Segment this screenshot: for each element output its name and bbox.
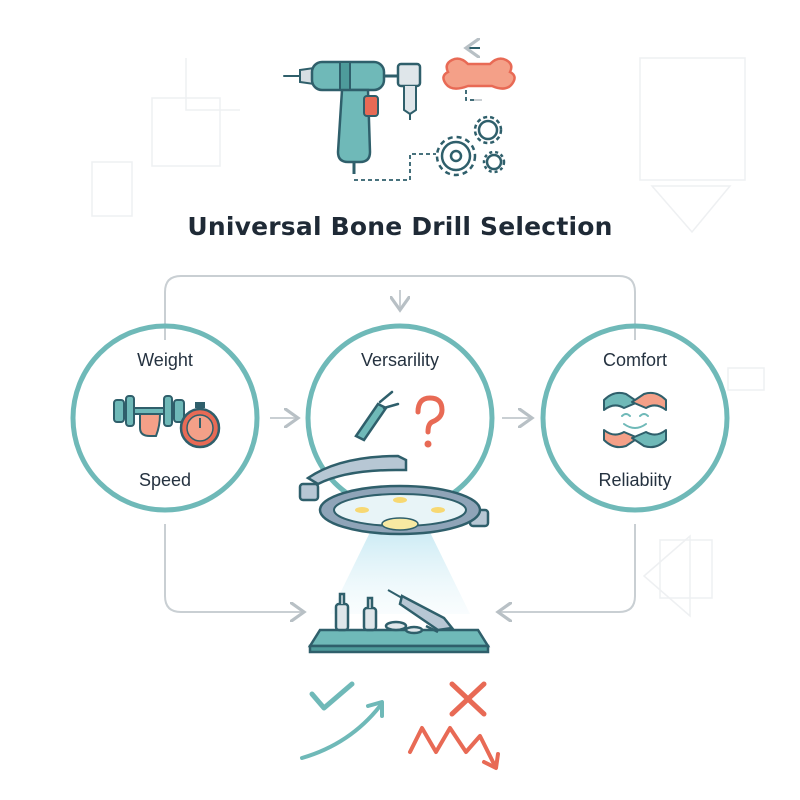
diagram-title: Universal Bone Drill Selection [187,212,613,241]
falling-trend-arrow-icon [408,726,500,770]
gears-icon [435,115,506,177]
handshake-icon [603,391,667,449]
bone-icon [442,48,516,101]
criterion-label-speed: Speed [138,470,192,490]
light-beam [330,520,470,614]
stopwatch-icon [179,402,221,449]
criterion-label-versatility: Versarility [360,350,440,370]
cross-mark-icon [449,681,487,717]
drill-connector [354,90,476,181]
surgical-lamp-icon [298,454,490,536]
surgical-tray-icon [307,589,491,654]
bone-drill-illustration [283,60,422,174]
criterion-label-comfort: Comfort [602,350,667,370]
background-decorations [91,57,765,618]
drill-bit-tool-icon [354,390,400,442]
smile-icon [621,413,649,429]
question-mark-icon [415,395,445,448]
criterion-label-weight: Weight [137,350,193,370]
rising-trend-arrow-icon [300,700,384,760]
dumbbell-icon [113,395,185,437]
connector-lines [164,275,636,612]
criterion-label-reliability: Reliabiity [598,470,672,490]
check-mark-icon [309,681,355,711]
